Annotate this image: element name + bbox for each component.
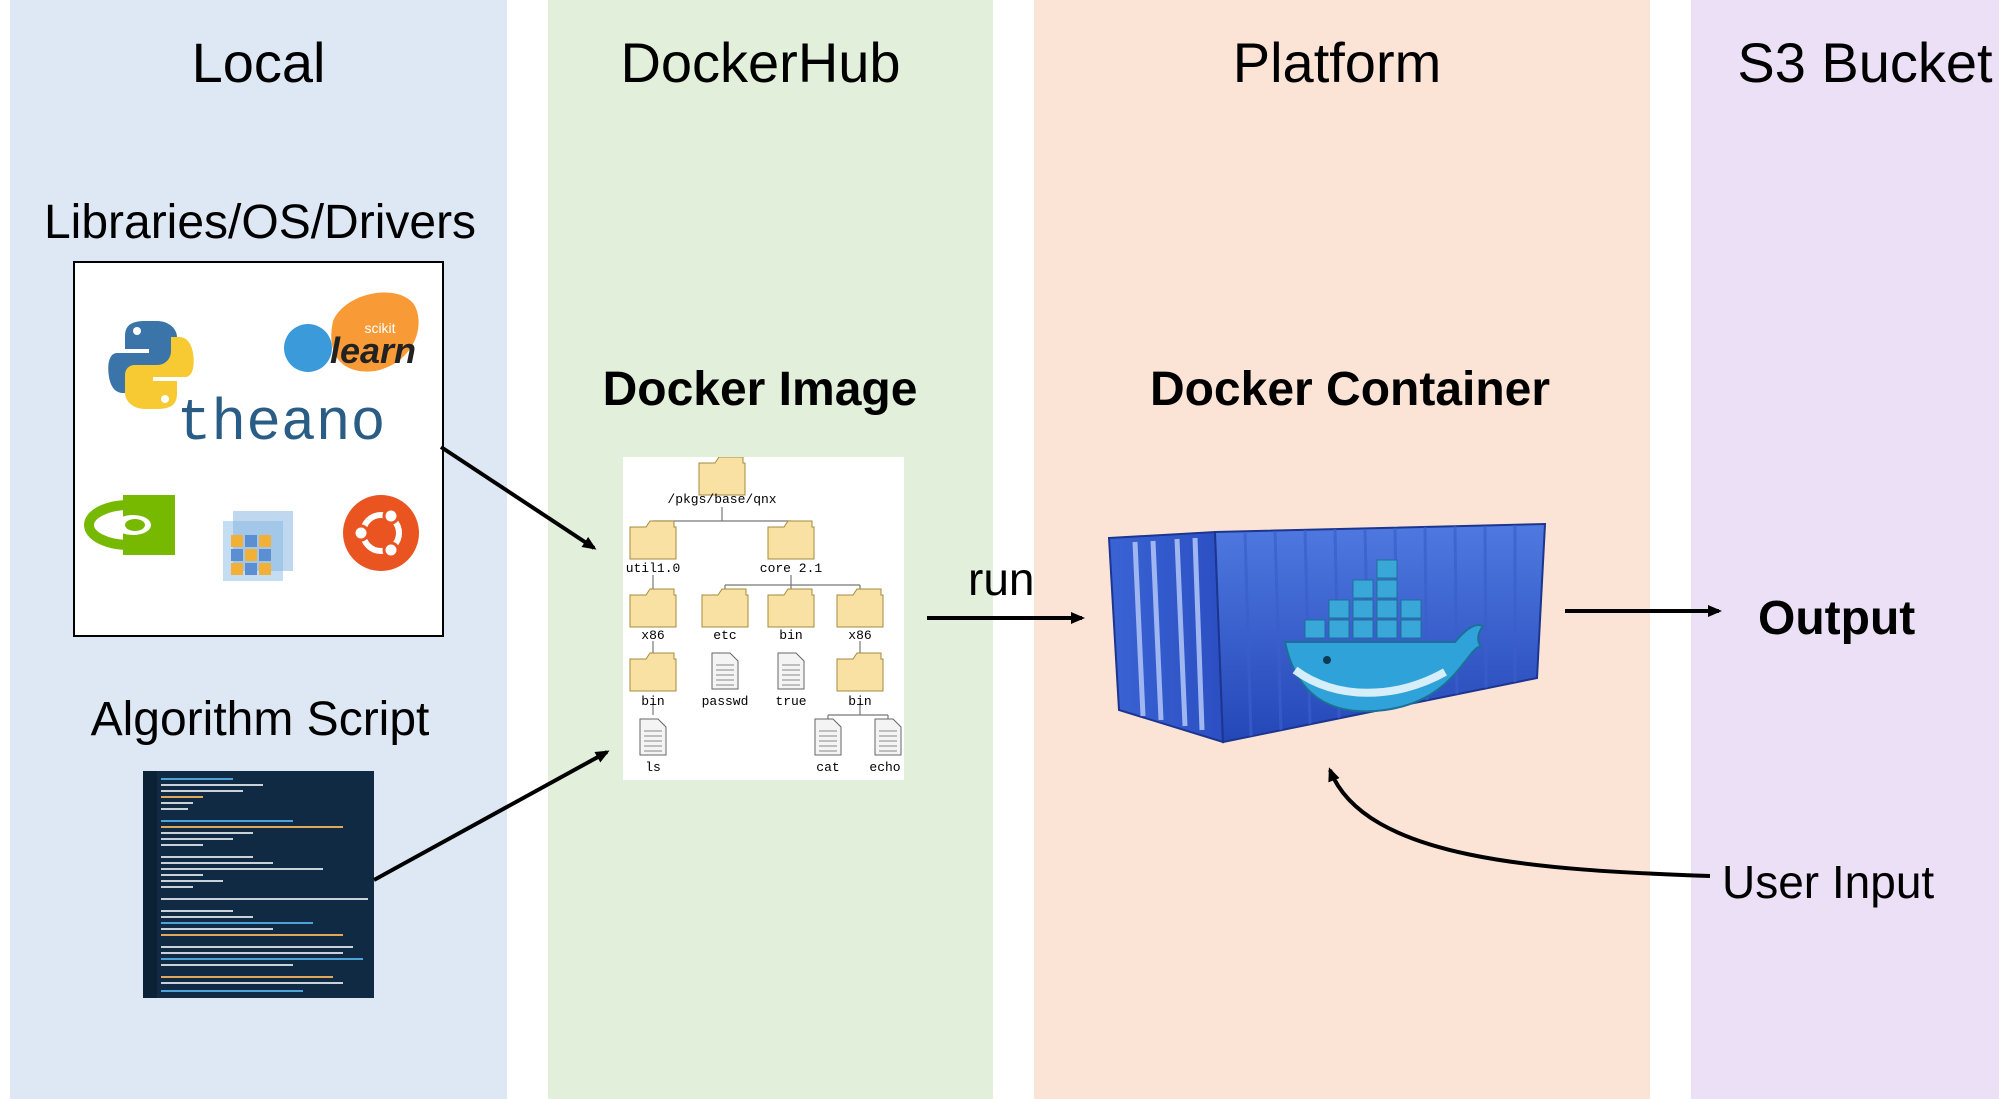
docker-container-label: Docker Container — [1149, 363, 1551, 416]
column-title-platform: Platform — [1232, 31, 1442, 94]
tree-bin-a: bin — [779, 628, 802, 643]
tree-bin-b: bin — [641, 694, 664, 709]
shipping-container — [1107, 522, 1547, 744]
tree-bin-c: bin — [848, 694, 871, 709]
column-s3-bucket: S3 Bucket — [1691, 0, 1999, 1099]
libraries-box: scikit learn theano — [73, 261, 444, 637]
python-icon — [108, 321, 194, 409]
user-input-label: User Input — [1722, 856, 1935, 908]
scikit-learn-icon: scikit learn — [284, 292, 419, 372]
scikit-small-text: scikit — [364, 320, 395, 336]
tree-x86-b: x86 — [848, 628, 871, 643]
docker-image-tree: /pkgs/base/qnx util1.0 core 2.1 x86 etc … — [623, 456, 904, 780]
libraries-label: Libraries/OS/Drivers — [43, 196, 477, 249]
code-lines — [143, 771, 368, 998]
tree-true: true — [775, 694, 806, 709]
tree-ls: ls — [645, 760, 661, 775]
run-label: run — [968, 553, 1035, 605]
tree-core: core 2.1 — [760, 561, 823, 576]
ubuntu-icon — [343, 495, 419, 571]
column-title-s3-bucket: S3 Bucket — [1737, 31, 1993, 94]
file-tree: /pkgs/base/qnx util1.0 core 2.1 x86 etc … — [626, 456, 902, 775]
libraries-logos: scikit learn theano — [84, 292, 419, 581]
tree-util: util1.0 — [626, 561, 681, 576]
tree-etc: etc — [713, 628, 736, 643]
column-title-local: Local — [191, 31, 326, 94]
column-title-dockerhub: DockerHub — [620, 31, 901, 94]
docker-container-image — [1105, 520, 1550, 750]
arrow-user-input — [1328, 767, 1711, 878]
column-dockerhub: DockerHub — [548, 0, 993, 1099]
data-cube-icon — [223, 511, 293, 581]
docker-whale-icon — [1283, 559, 1485, 713]
nvidia-icon — [84, 495, 175, 555]
arrow-script-to-image — [373, 750, 610, 882]
tree-echo: echo — [869, 760, 900, 775]
output-label: Output — [1758, 592, 1916, 645]
tree-cat: cat — [816, 760, 839, 775]
tree-x86-a: x86 — [641, 628, 664, 643]
docker-image-label: Docker Image — [602, 363, 918, 416]
learn-text: learn — [330, 330, 416, 371]
algorithm-script-thumbnail — [143, 771, 374, 998]
algorithm-script-label: Algorithm Script — [90, 693, 430, 746]
tree-passwd: passwd — [702, 694, 749, 709]
tree-root: /pkgs/base/qnx — [667, 492, 776, 507]
theano-logo: theano — [177, 392, 386, 457]
arrow-libraries-to-image — [439, 445, 597, 550]
